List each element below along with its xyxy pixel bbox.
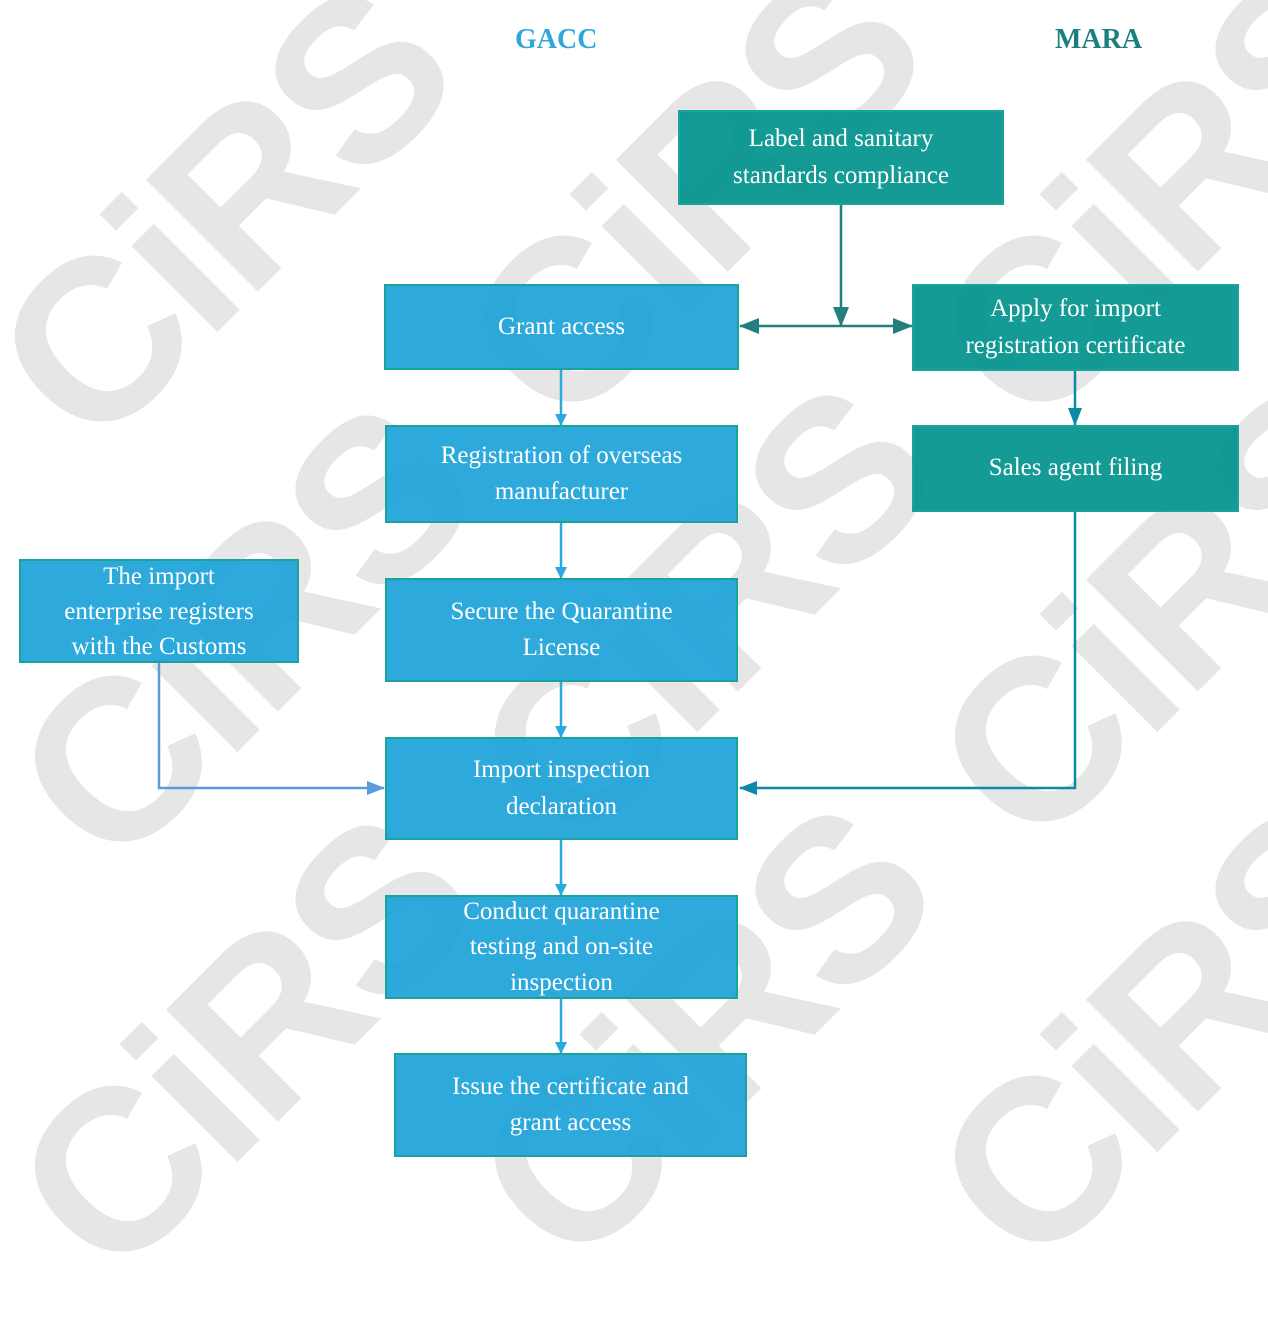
node-text-line: Grant access (497, 312, 625, 340)
lane-header-gacc: GACC (515, 24, 598, 55)
connectors (157, 204, 1082, 1054)
node-text-line: declaration (505, 792, 618, 820)
node-text-line: standards compliance (733, 161, 949, 189)
node-text-line: registration certificate (965, 331, 1186, 359)
node-text-line: inspection (510, 968, 613, 996)
node-text-line: Registration of overseas (440, 441, 683, 469)
node-inspection-declaration: Import inspection declaration (385, 737, 738, 840)
node-text-line: License (522, 634, 601, 661)
node-text-line: manufacturer (494, 478, 629, 505)
arrow-sales-to-declaration (739, 511, 1077, 795)
node-text-line: Sales agent filing (988, 454, 1163, 482)
lane-header-mara: MARA (1055, 24, 1143, 55)
node-grant-access: Grant access (384, 284, 739, 370)
node-text-line: Conduct quarantine (463, 897, 660, 925)
node-quarantine-testing: Conduct quarantine testing and on-site i… (385, 895, 738, 999)
node-text-line: Import inspection (472, 756, 651, 784)
node-text-line: The import (103, 562, 215, 590)
node-registration-overseas: Registration of overseas manufacturer (385, 425, 738, 523)
node-text-line: grant access (509, 1109, 632, 1136)
node-text-line: with the Customs (71, 632, 247, 660)
node-text-line: Issue the certificate and (452, 1072, 689, 1100)
node-text-line: Apply for import (990, 295, 1161, 323)
node-quarantine-license: Secure the Quarantine License (385, 578, 738, 682)
node-apply-registration: Apply for import registration certificat… (912, 284, 1239, 371)
node-text-line: Label and sanitary (748, 125, 934, 153)
node-sales-agent: Sales agent filing (912, 425, 1239, 512)
arrow-enterprise-to-declaration (157, 662, 385, 795)
node-import-enterprise: The import enterprise registers with the… (19, 559, 299, 663)
node-issue-certificate: Issue the certificate and grant access (394, 1053, 747, 1157)
node-text-line: Secure the Quarantine (450, 597, 673, 625)
node-text-line: enterprise registers (64, 597, 254, 625)
node-label-compliance: Label and sanitary standards compliance (678, 110, 1004, 205)
node-text-line: testing and on-site (469, 933, 654, 961)
